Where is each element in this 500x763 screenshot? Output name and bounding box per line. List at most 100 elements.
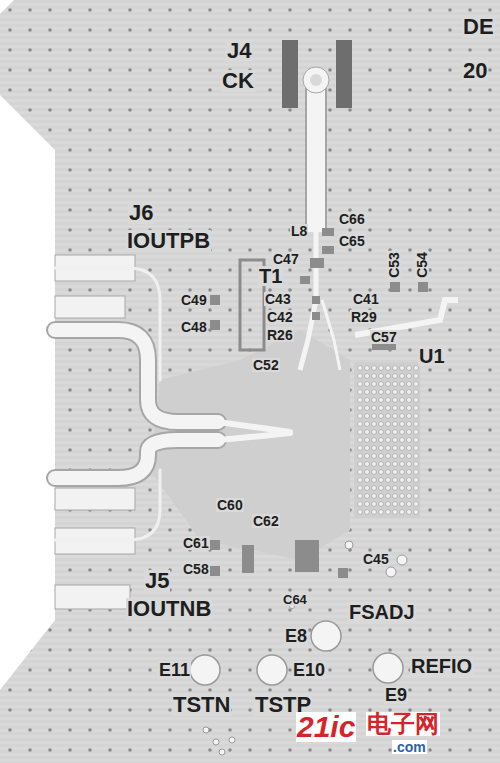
- bga-ball: [400, 438, 405, 443]
- bga-ball: [372, 446, 377, 451]
- bga-ball: [365, 510, 370, 515]
- bga-ball: [414, 510, 419, 515]
- bga-ball: [372, 478, 377, 483]
- reference-designator: C45: [362, 552, 390, 566]
- bga-ball: [365, 438, 370, 443]
- bga-ball: [379, 502, 384, 507]
- bga-ball: [358, 502, 363, 507]
- bga-ball: [386, 486, 391, 491]
- board-corner: [0, 0, 14, 14]
- bga-ball: [400, 462, 405, 467]
- silkscreen-label: IOUTNB: [126, 598, 212, 620]
- bga-ball: [407, 478, 412, 483]
- bga-ball: [407, 374, 412, 379]
- bga-ball: [386, 374, 391, 379]
- bga-ball: [379, 414, 384, 419]
- bga-ball: [358, 422, 363, 427]
- reference-designator: C66: [338, 212, 366, 226]
- bga-ball: [400, 502, 405, 507]
- bga-ball: [365, 414, 370, 419]
- bga-ball: [414, 374, 419, 379]
- reference-designator: L8: [290, 224, 308, 238]
- reference-designator: C52: [252, 358, 280, 372]
- bga-ball: [407, 414, 412, 419]
- bga-ball: [414, 494, 419, 499]
- bga-ball: [365, 374, 370, 379]
- bga-ball: [414, 462, 419, 467]
- bga-ball: [386, 390, 391, 395]
- bga-ball: [400, 374, 405, 379]
- bga-ball: [393, 470, 398, 475]
- bga-ball: [414, 422, 419, 427]
- bga-ball: [400, 478, 405, 483]
- bga-ball: [407, 430, 412, 435]
- reference-designator: C65: [338, 234, 366, 248]
- silkscreen-label: FSADJ: [348, 602, 416, 622]
- bga-ball: [358, 438, 363, 443]
- bga-ball: [372, 430, 377, 435]
- bga-ball: [393, 422, 398, 427]
- bga-ball: [358, 454, 363, 459]
- bga-ball: [365, 406, 370, 411]
- bga-ball: [407, 446, 412, 451]
- bga-ball: [358, 390, 363, 395]
- reference-designator: C54: [415, 251, 429, 279]
- silkscreen-label: TSTN: [172, 694, 231, 716]
- silkscreen-label: J4: [226, 40, 252, 62]
- bga-ball: [379, 454, 384, 459]
- bga-ball: [386, 502, 391, 507]
- bga-ball: [365, 390, 370, 395]
- bga-ball: [386, 494, 391, 499]
- bga-ball: [372, 406, 377, 411]
- silkscreen-label: IOUTPB: [126, 230, 211, 252]
- bga-ball: [407, 366, 412, 371]
- silkscreen-label: DE: [462, 16, 495, 38]
- bga-ball: [358, 470, 363, 475]
- bga-ball: [393, 438, 398, 443]
- bga-ball: [393, 406, 398, 411]
- silkscreen-label: E11: [158, 661, 191, 679]
- reference-designator: C48: [180, 320, 208, 334]
- bga-ball: [386, 478, 391, 483]
- bga-ball: [414, 470, 419, 475]
- bga-ball: [386, 470, 391, 475]
- bga-ball: [358, 430, 363, 435]
- bga-ball: [407, 510, 412, 515]
- bga-ball: [365, 382, 370, 387]
- bga-ball: [372, 454, 377, 459]
- bga-ball: [379, 406, 384, 411]
- bga-ball: [400, 414, 405, 419]
- bga-ball: [414, 478, 419, 483]
- bga-ball: [414, 382, 419, 387]
- bga-ball: [407, 486, 412, 491]
- connector-pads: [55, 255, 135, 609]
- bga-ball: [365, 462, 370, 467]
- bga-ball: [400, 486, 405, 491]
- bga-ball: [358, 382, 363, 387]
- bga-ball: [379, 462, 384, 467]
- bga-ball: [379, 438, 384, 443]
- bga-ball: [407, 454, 412, 459]
- silkscreen-label: E9: [384, 686, 408, 704]
- bga-ball: [386, 406, 391, 411]
- bga-ball: [379, 382, 384, 387]
- bga-ball: [386, 462, 391, 467]
- bga-ball: [400, 382, 405, 387]
- bga-ball: [365, 366, 370, 371]
- board-cutout: [0, 95, 55, 690]
- bga-ball: [393, 398, 398, 403]
- bga-ball: [400, 470, 405, 475]
- bga-ball: [407, 382, 412, 387]
- bga-ball: [386, 454, 391, 459]
- silkscreen-label: E10: [292, 661, 326, 679]
- reference-designator: C42: [266, 310, 294, 324]
- bga-ball: [372, 374, 377, 379]
- bga-ball: [379, 430, 384, 435]
- bga-ball: [400, 430, 405, 435]
- bga-ball: [407, 470, 412, 475]
- bga-ball: [358, 462, 363, 467]
- reference-designator: C64: [282, 593, 308, 606]
- bga-ball: [414, 406, 419, 411]
- reference-designator: C58: [182, 562, 210, 576]
